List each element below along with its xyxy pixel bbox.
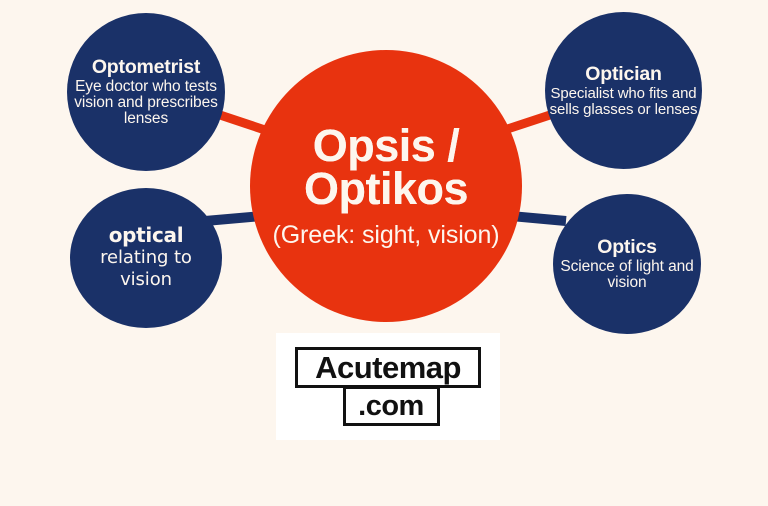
node-optician-title: Optician [585,62,662,85]
logo-name-box: Acutemap [295,347,481,388]
node-optical-description: relating to vision [100,247,192,291]
node-optics-description: Science of light and vision [560,258,694,292]
node-optical-title: optical [108,222,184,247]
node-optics[interactable]: Optics Science of light and vision [553,194,701,334]
node-optometrist-description: Eye doctor who tests vision and prescrib… [74,78,218,128]
center-node[interactable]: Opsis / Optikos (Greek: sight, vision) [250,50,522,322]
node-optometrist-title: Optometrist [91,55,201,78]
node-optometrist[interactable]: Optometrist Eye doctor who tests vision … [67,13,225,171]
acutemap-watermark: Acutemap .com [276,333,500,440]
node-optician[interactable]: Optician Specialist who fits and sells g… [545,12,702,169]
node-optician-description: Specialist who fits and sells glasses or… [549,85,698,118]
node-optical[interactable]: optical relating to vision [70,188,222,328]
logo-tld-box: .com [342,386,440,426]
node-optics-title: Optics [597,235,657,258]
center-node-description: (Greek: sight, vision) [272,221,500,250]
center-node-title: Opsis / Optikos [303,119,469,215]
